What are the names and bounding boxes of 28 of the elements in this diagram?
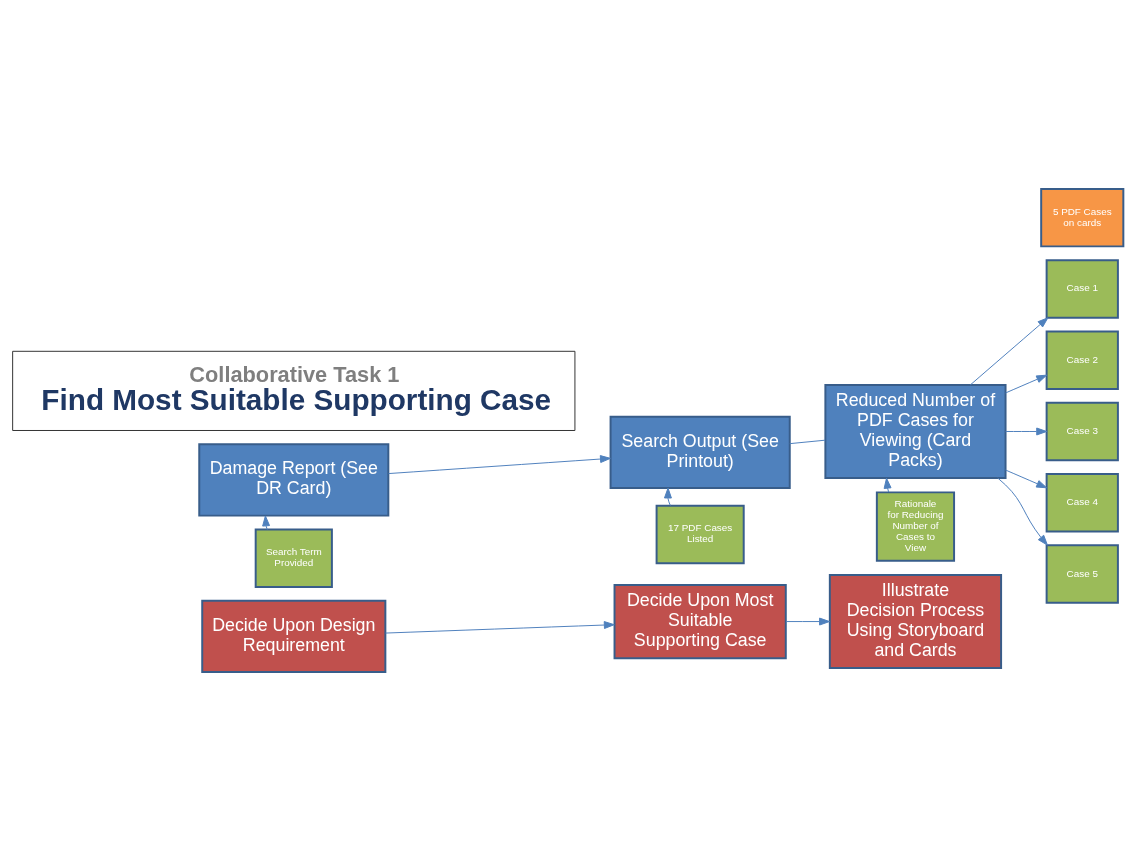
node-box: Case 3 [1045, 401, 1119, 462]
node-box: 5 PDF Cases on cards [1040, 187, 1125, 248]
node-box: Case 4 [1045, 473, 1119, 533]
arrow [664, 487, 672, 507]
node-box: Damage Report (See DR Card) [198, 443, 390, 517]
arrow [969, 317, 1049, 386]
arrow [883, 477, 892, 493]
node-box: Search Output (See Printout) [609, 415, 791, 489]
arrow [262, 515, 271, 530]
node-box: Collaborative Task 1 Find Most Suitable Supporting Case [12, 350, 576, 431]
arrow [1005, 427, 1048, 436]
node-box: Illustrate Decision Process Using Storyboard and Cards [828, 574, 1003, 670]
node-box: Rationale for Reducing Number of Cases to View [875, 491, 956, 562]
node-box: Decide Upon Design Requirement [201, 599, 387, 674]
arrow [1005, 469, 1048, 489]
node-box: Case 1 [1045, 259, 1119, 319]
arrow [385, 621, 615, 634]
node-box: Case 2 [1045, 330, 1119, 390]
arrow [388, 455, 611, 475]
arrow [785, 617, 830, 626]
node-box: 17 PDF Cases Listed [655, 504, 745, 565]
arrow [997, 477, 1048, 546]
node-box: Reduced Number of PDF Cases for Viewing (Card Packs) [824, 383, 1007, 479]
node-box: Case 5 [1045, 544, 1119, 604]
node-box: Search Term Provided [254, 528, 333, 588]
connector [789, 439, 826, 445]
node-box: Decide Upon Most Suitable Supporting Case [613, 583, 787, 660]
arrow [1005, 374, 1048, 394]
